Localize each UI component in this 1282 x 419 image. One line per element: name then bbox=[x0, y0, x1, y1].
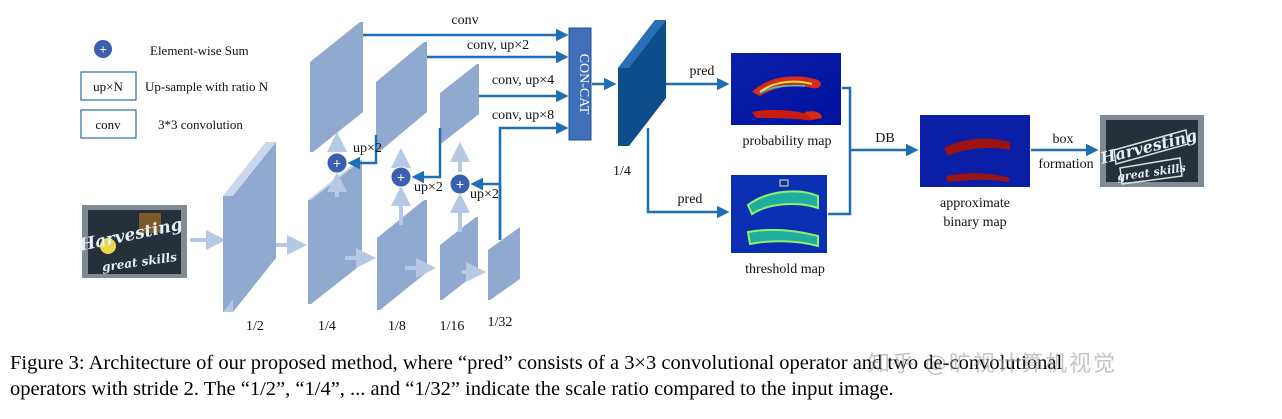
concat-block: CON-CAT bbox=[568, 27, 592, 141]
box-label-line2: formation bbox=[1038, 157, 1093, 172]
svg-text:+: + bbox=[333, 155, 341, 171]
legend-upsample-box-text: up×N bbox=[93, 79, 123, 94]
approximate-binary-map-image bbox=[920, 115, 1030, 187]
pred-label-bottom: pred bbox=[678, 192, 703, 207]
backbone-layer-1-2 bbox=[223, 142, 276, 312]
figure-caption: Figure 3: Architecture of our proposed m… bbox=[10, 350, 1275, 402]
probability-map-label: probability map bbox=[742, 134, 831, 149]
element-wise-sum-icon bbox=[94, 40, 112, 58]
box-label-line1: box bbox=[1053, 132, 1074, 147]
fpn-layer-top-1-16 bbox=[440, 64, 479, 143]
scale-label-1-32: 1/32 bbox=[488, 315, 513, 330]
scale-label-1-2: 1/2 bbox=[246, 319, 264, 334]
up-label-3: up×2 bbox=[470, 187, 499, 202]
backbone-layer-1-8 bbox=[377, 200, 427, 310]
legend-sum-symbol: + bbox=[99, 42, 107, 57]
pred-label-top: pred bbox=[690, 64, 715, 79]
output-image: Harvesting great skills bbox=[1098, 115, 1204, 187]
watermark: 知乎 @旷视计算机视觉 bbox=[868, 352, 1117, 377]
fused-feature bbox=[618, 20, 666, 146]
threshold-map-label: threshold map bbox=[745, 262, 825, 277]
approximate-label-line2: binary map bbox=[943, 215, 1006, 230]
architecture-diagram: + Element-wise Sum up×N Up-sample with r… bbox=[77, 13, 1204, 334]
up-label-2: up×2 bbox=[414, 180, 443, 195]
approximate-label-line1: approximate bbox=[940, 196, 1010, 211]
threshold-map-image bbox=[731, 175, 827, 253]
scale-label-1-4: 1/4 bbox=[318, 319, 336, 334]
legend-upsample-box bbox=[80, 71, 137, 101]
fpn-layer-top-1-4 bbox=[310, 22, 363, 152]
legend-upsample-label: Up-sample with ratio N bbox=[145, 79, 269, 94]
sum-node-1-4: + bbox=[326, 152, 348, 174]
input-image: Harvesting great skills bbox=[77, 205, 187, 278]
sum-node-1-16: + bbox=[449, 173, 471, 195]
legend-conv-box bbox=[80, 109, 137, 139]
legend: + Element-wise Sum up×N Up-sample with r… bbox=[80, 40, 269, 139]
concat-arrow-label-1: conv bbox=[451, 13, 478, 28]
caption-line-2: operators with stride 2. The “1/2”, “1/4… bbox=[10, 378, 894, 400]
concat-arrow-label-3: conv, up×4 bbox=[492, 73, 554, 88]
concat-label: CON-CAT bbox=[576, 54, 591, 115]
legend-conv-box-text: conv bbox=[95, 117, 121, 132]
backbone-layer-1-32 bbox=[488, 227, 520, 300]
fpn-layer-top-1-8 bbox=[376, 42, 427, 152]
probability-map-image bbox=[731, 53, 841, 125]
fused-scale-label: 1/4 bbox=[613, 164, 631, 179]
sum-node-1-8: + bbox=[390, 166, 412, 188]
svg-text:+: + bbox=[456, 176, 464, 192]
concat-arrow-label-2: conv, up×2 bbox=[467, 38, 529, 53]
svg-text:+: + bbox=[397, 169, 405, 185]
scale-label-1-16: 1/16 bbox=[440, 319, 465, 334]
concat-arrow-label-4: conv, up×8 bbox=[492, 108, 554, 123]
legend-conv-label: 3*3 convolution bbox=[158, 117, 243, 132]
caption-line-1: Figure 3: Architecture of our proposed m… bbox=[10, 352, 1063, 374]
legend-sum-label: Element-wise Sum bbox=[150, 43, 249, 58]
up-label-1: up×2 bbox=[353, 141, 382, 156]
scale-label-1-8: 1/8 bbox=[388, 319, 406, 334]
db-label: DB bbox=[875, 131, 894, 146]
